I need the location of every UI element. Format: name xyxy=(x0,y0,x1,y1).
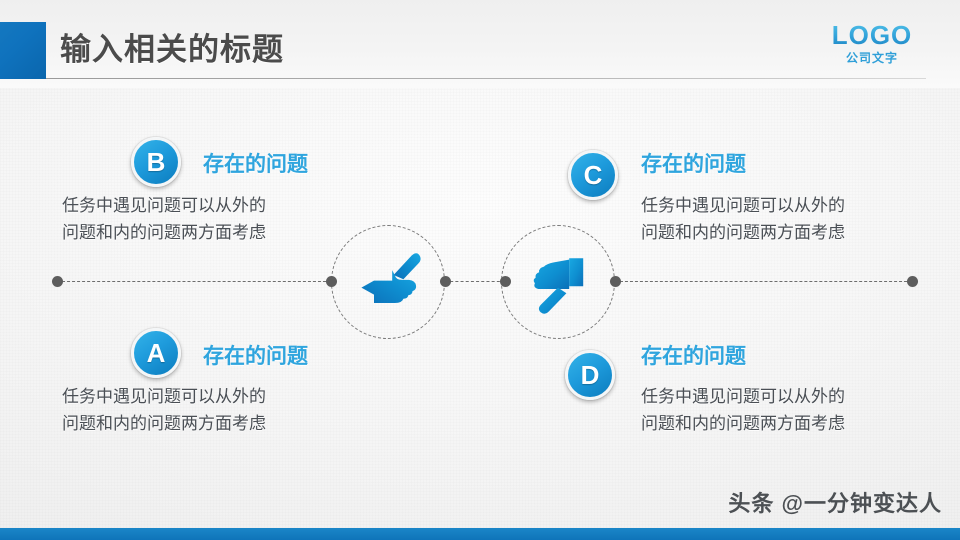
timeline-node-left-ring xyxy=(326,276,337,287)
item-heading-b: 存在的问题 xyxy=(203,153,308,176)
item-badge-c: C xyxy=(568,150,618,200)
timeline-segment-left xyxy=(57,281,331,282)
item-body-d: 任务中遇见问题可以从外的 问题和内的问题两方面考虑 xyxy=(641,383,845,437)
timeline-node-start xyxy=(52,276,63,287)
item-badge-d: D xyxy=(565,350,615,400)
item-body-line: 任务中遇见问题可以从外的 xyxy=(62,387,266,406)
item-body-line: 问题和内的问题两方面考虑 xyxy=(641,223,845,242)
hand-pointing-left-icon xyxy=(361,253,421,303)
item-heading-a: 存在的问题 xyxy=(203,345,308,368)
item-badge-b: B xyxy=(131,137,181,187)
watermark: 头条 @一分钟变达人 xyxy=(728,491,942,516)
header-divider xyxy=(46,78,926,79)
item-heading-d: 存在的问题 xyxy=(641,345,746,368)
item-body-line: 任务中遇见问题可以从外的 xyxy=(641,196,845,215)
item-body-line: 问题和内的问题两方面考虑 xyxy=(641,414,845,433)
item-body-c: 任务中遇见问题可以从外的 问题和内的问题两方面考虑 xyxy=(641,192,845,246)
logo: LOGO 公司文字 xyxy=(802,22,942,64)
logo-text: LOGO xyxy=(802,22,942,48)
item-body-line: 问题和内的问题两方面考虑 xyxy=(62,223,266,242)
timeline-node-left-ring-end xyxy=(440,276,451,287)
page-title: 输入相关的标题 xyxy=(60,32,284,67)
timeline-node-right-ring xyxy=(500,276,511,287)
footer-bar xyxy=(0,528,960,540)
hand-pointing-down-icon xyxy=(533,258,584,314)
header-band xyxy=(0,0,960,88)
item-body-line: 任务中遇见问题可以从外的 xyxy=(62,196,266,215)
timeline-node-end xyxy=(907,276,918,287)
item-body-line: 问题和内的问题两方面考虑 xyxy=(62,414,266,433)
item-body-line: 任务中遇见问题可以从外的 xyxy=(641,387,845,406)
item-body-b: 任务中遇见问题可以从外的 问题和内的问题两方面考虑 xyxy=(62,192,266,246)
item-body-a: 任务中遇见问题可以从外的 问题和内的问题两方面考虑 xyxy=(62,383,266,437)
header-accent-block xyxy=(0,22,46,79)
timeline-segment-middle xyxy=(445,281,505,282)
item-heading-c: 存在的问题 xyxy=(641,153,746,176)
logo-subtext: 公司文字 xyxy=(845,51,898,65)
item-badge-a: A xyxy=(131,328,181,378)
timeline-segment-right xyxy=(615,281,912,282)
timeline-node-right-ring-end xyxy=(610,276,621,287)
